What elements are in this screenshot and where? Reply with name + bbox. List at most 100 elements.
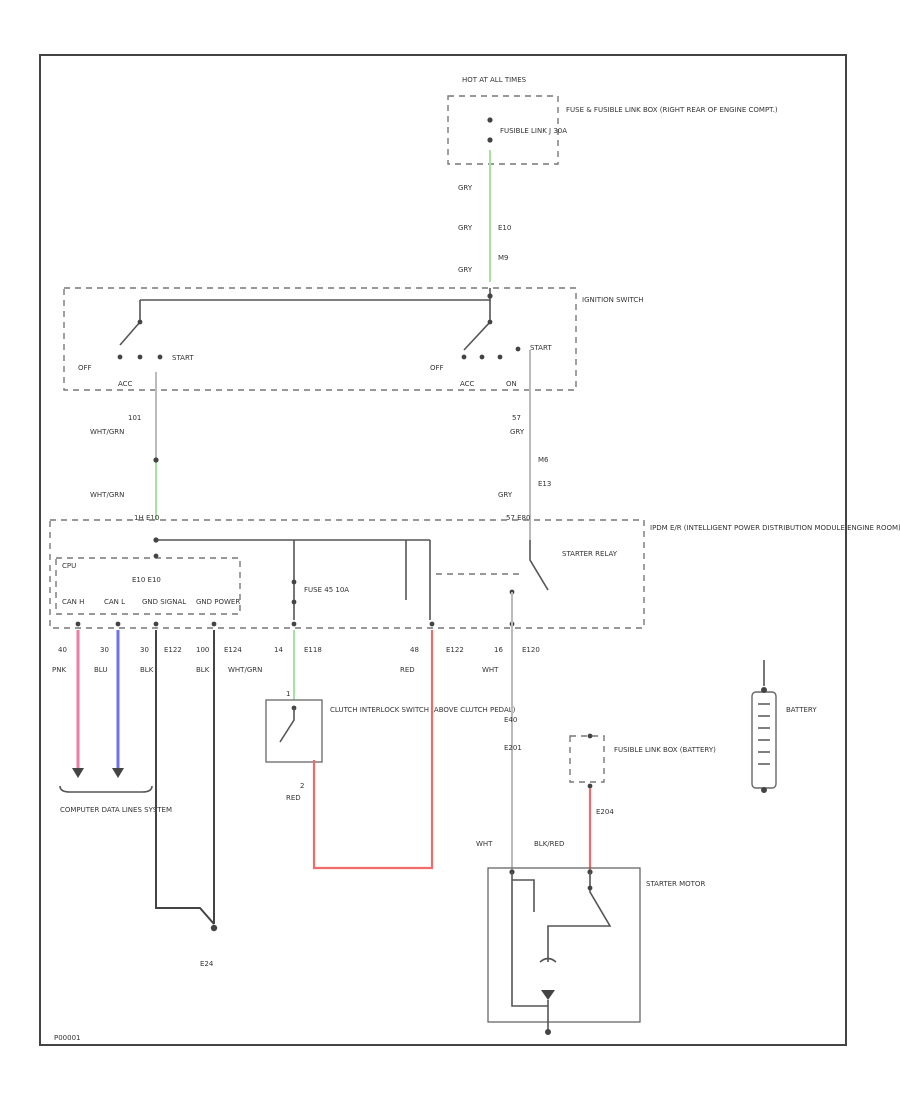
pin-30-a-label: 30 — [100, 646, 109, 654]
right-color-label: GRY — [510, 428, 525, 436]
red-label-ipdm: RED — [400, 666, 415, 674]
right-acc-contact — [479, 354, 485, 360]
pin-100-label: 100 — [196, 646, 209, 654]
right-pivot — [487, 319, 493, 325]
blk-label-1: BLK — [140, 666, 154, 674]
hot-at-all-times-label: HOT AT ALL TIMES — [462, 76, 527, 84]
footer-code: P00001 — [54, 1034, 81, 1042]
e124-label: E124 — [224, 646, 242, 654]
cpu-label: CPU — [62, 562, 76, 570]
ignition-switch-label: IGNITION SWITCH — [582, 296, 644, 304]
computer-data-brace — [59, 785, 153, 793]
conn-e10-label: E10 — [498, 224, 511, 232]
wht-starter-label: WHT — [476, 840, 493, 848]
battery-positive-node — [761, 687, 767, 693]
right-on-contact — [497, 354, 503, 360]
clutch-switch-box — [265, 699, 323, 763]
gnd-signal-wire — [155, 630, 215, 925]
fuse-node-bottom — [487, 137, 493, 143]
can-h-label: CAN H — [62, 598, 84, 606]
e120-label: E120 — [522, 646, 540, 654]
blk-label-2: BLK — [196, 666, 210, 674]
starter-ground-node — [545, 1029, 551, 1035]
wht-label-ipdm: WHT — [482, 666, 499, 674]
fusible-link-j-label: FUSIBLE LINK J 30A — [500, 127, 567, 135]
left-conn-label: 1H E10 — [134, 514, 159, 522]
left-pivot — [137, 319, 143, 325]
fusible-battery-label: FUSIBLE LINK BOX (BATTERY) — [614, 746, 716, 754]
can-h-arrow — [72, 768, 84, 778]
clutch-red-wire — [312, 630, 434, 870]
e201-label: E201 — [504, 744, 522, 752]
ipdm-e10-label: E10 E10 — [132, 576, 161, 584]
e204-label: E204 — [596, 808, 614, 816]
pin-30-b-label: 30 — [140, 646, 149, 654]
conn-m9-label: M9 — [498, 254, 509, 262]
right-color-label-2: GRY — [498, 491, 513, 499]
left-switch-arm — [119, 300, 141, 346]
e40-label: E40 — [504, 716, 517, 724]
fuse-45-label: FUSE 45 10A — [304, 586, 349, 594]
gry-label-1: GRY — [458, 184, 473, 192]
left-color-label-2: WHT/GRN — [90, 491, 124, 499]
fusible-battery-node-top — [587, 733, 593, 739]
clutch-pin2-label: 2 — [300, 782, 304, 790]
pin-14-label: 14 — [274, 646, 283, 654]
computer-data-label: COMPUTER DATA LINES SYSTEM — [60, 806, 172, 814]
ipdm-label: IPDM E/R (INTELLIGENT POWER DISTRIBUTION… — [650, 524, 900, 532]
gnd-power-node — [211, 621, 217, 627]
clutch-switch-label: CLUTCH INTERLOCK SWITCH (ABOVE CLUTCH PE… — [330, 706, 516, 714]
starter-motor-label: STARTER MOTOR — [646, 880, 705, 888]
battery-label: BATTERY — [786, 706, 817, 714]
starter-motor-symbol — [541, 990, 555, 1000]
ipdm-left-node-2 — [153, 553, 159, 559]
clutch-switch-contact — [279, 708, 295, 743]
gnd-signal-node — [153, 621, 159, 627]
e122-label-1: E122 — [164, 646, 182, 654]
left-color-label: WHT/GRN — [90, 428, 124, 436]
ignition-bus — [140, 288, 491, 301]
fusible-battery-box — [569, 735, 605, 783]
can-l-arrow — [112, 768, 124, 778]
starter-relay-contact — [529, 540, 549, 591]
left-wire-node — [153, 457, 159, 463]
left-off-label: OFF — [78, 364, 92, 372]
right-conn-c-label: 57 E80 — [506, 514, 530, 522]
battery-cells — [758, 703, 770, 765]
ipdm-box — [49, 519, 645, 629]
right-conn-b-label: E13 — [538, 480, 551, 488]
diagram-frame — [39, 54, 847, 1046]
ignition-input-node — [487, 293, 493, 299]
can-h-node — [75, 621, 81, 627]
e122-label-2: E122 — [446, 646, 464, 654]
pin-40-label: 40 — [58, 646, 67, 654]
clutch-red-label: RED — [286, 794, 301, 802]
can-l-label: CAN L — [104, 598, 125, 606]
clutch-pin1-label: 1 — [286, 690, 290, 698]
left-acc-contact — [137, 354, 143, 360]
right-acc-label: ACC — [460, 380, 475, 388]
left-start-contact — [157, 354, 163, 360]
pin-48-label: 48 — [410, 646, 419, 654]
e118-label: E118 — [304, 646, 322, 654]
right-on-label: ON — [506, 380, 517, 388]
starter-solenoid-left — [511, 872, 548, 1007]
pin-16-label: 16 — [494, 646, 503, 654]
gnd-signal-label: GND SIGNAL — [142, 598, 186, 606]
blu-label: BLU — [94, 666, 107, 674]
gry-label-2: GRY — [458, 224, 473, 232]
left-pin-label: 101 — [128, 414, 141, 422]
ipdm-left-node — [153, 537, 159, 543]
starter-contact — [547, 872, 612, 962]
gry-label-3: GRY — [458, 266, 473, 274]
can-l-node — [115, 621, 121, 627]
starter-contact-node — [587, 885, 593, 891]
right-pin-label: 57 — [512, 414, 521, 422]
ground-e24-node — [210, 924, 218, 932]
fuse-45-out-node — [291, 621, 297, 627]
left-start-label: START — [172, 354, 194, 362]
fuse-node-top — [487, 117, 493, 123]
left-off-contact — [117, 354, 123, 360]
ignition-switch-box — [63, 287, 577, 391]
